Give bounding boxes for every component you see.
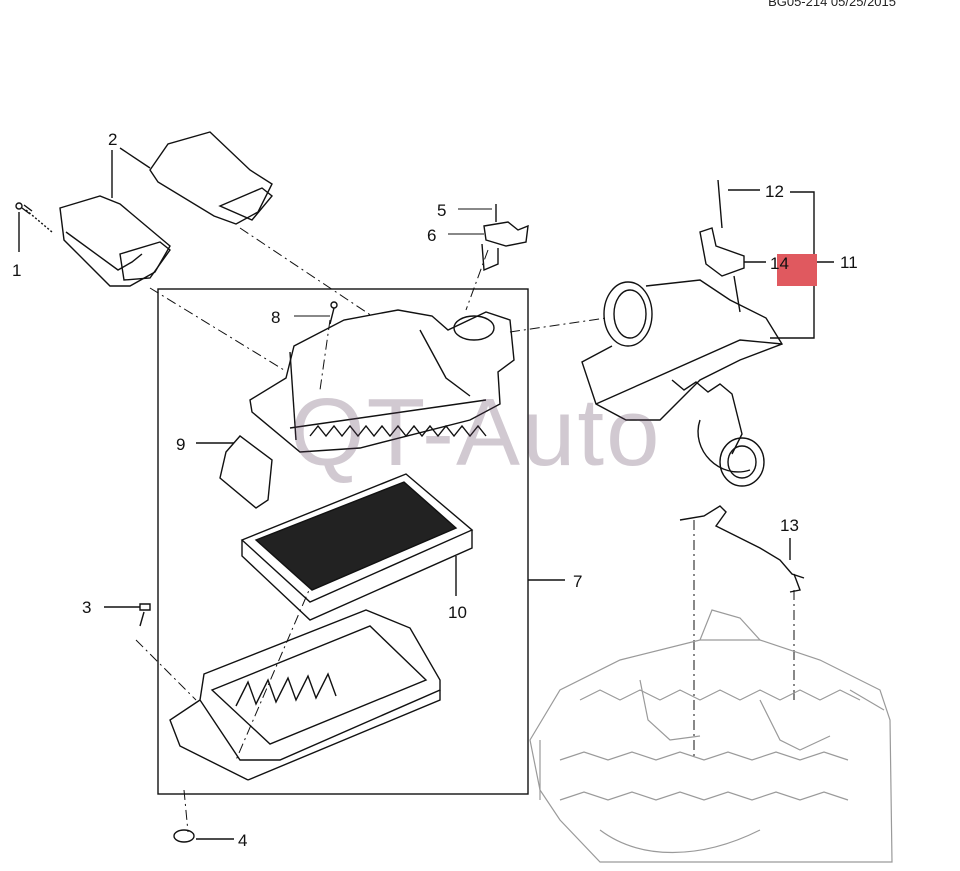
document-code: BG05-214 05/25/2015 <box>768 0 896 9</box>
valve-14 <box>699 227 766 313</box>
callout-1: 1 <box>12 261 22 280</box>
callout-2: 2 <box>108 130 118 149</box>
cover <box>249 309 515 453</box>
tray <box>169 609 441 781</box>
engine-block <box>529 609 893 863</box>
bolt-1 <box>15 202 53 252</box>
callout-6: 6 <box>427 226 437 245</box>
filter-10 <box>240 473 474 621</box>
callout-9: 9 <box>176 435 186 454</box>
callout-5: 5 <box>437 201 447 220</box>
assembly-frame <box>157 288 529 795</box>
callout-4: 4 <box>238 831 248 850</box>
intake-housing <box>581 279 784 487</box>
highlight-marker <box>777 254 817 286</box>
panel-9 <box>196 435 273 509</box>
duct-2b <box>119 131 273 225</box>
callout-8: 8 <box>271 308 281 327</box>
grommet-4 <box>173 829 234 843</box>
bolt-3 <box>104 603 151 627</box>
callout-3: 3 <box>82 598 92 617</box>
sensor-6 <box>481 204 529 272</box>
duct-2a <box>59 150 171 287</box>
callout-11: 11 <box>840 253 858 272</box>
callout-12: 12 <box>765 182 784 201</box>
hose-13 <box>679 505 805 593</box>
callout-14: 14 <box>770 254 789 273</box>
callout-7: 7 <box>573 572 583 591</box>
callout-13: 13 <box>780 516 799 535</box>
bolt-12 <box>717 179 760 229</box>
watermark: QT-Auto <box>290 379 662 486</box>
bolt-8 <box>329 301 338 325</box>
callout-10: 10 <box>448 603 467 622</box>
